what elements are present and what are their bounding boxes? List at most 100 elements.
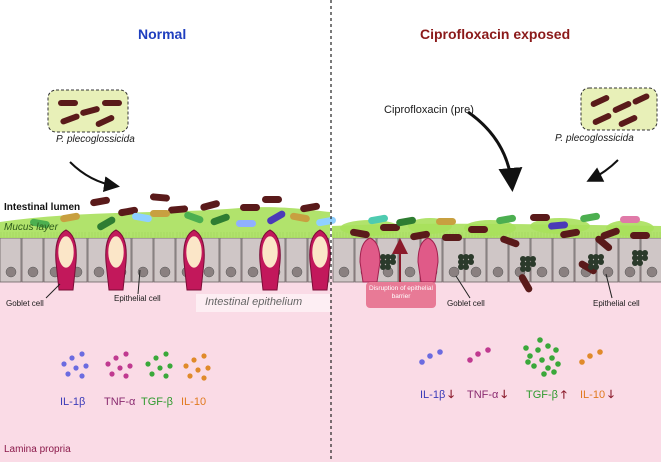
bacterial-aggregate <box>385 264 391 270</box>
cytokine-name: IL-10 <box>580 389 605 401</box>
cytokine-dot <box>191 357 196 362</box>
bacterium <box>630 232 650 239</box>
cytokine-dot <box>109 371 114 376</box>
ciprofloxacin-title: Ciprofloxacin exposed <box>420 26 570 42</box>
cell-nucleus <box>248 267 258 277</box>
bacterial-aggregate <box>463 264 469 270</box>
bacterium <box>436 218 456 225</box>
arrow-down-icon: 🡓 <box>448 386 454 405</box>
cytokine-dot <box>113 355 118 360</box>
bacterium <box>150 193 171 202</box>
intestinal-lumen-label: Intestinal lumen <box>4 202 80 213</box>
bacterial-aggregate <box>637 260 643 266</box>
cytokine-dot <box>187 373 192 378</box>
arrow-down-icon: 🡓 <box>608 386 614 405</box>
pathogen-label-left: P. plecoglossicida <box>56 134 135 145</box>
bacterium <box>262 196 282 203</box>
cytokine-dot <box>195 367 200 372</box>
cytokine-dot <box>467 357 473 363</box>
cell-nucleus <box>292 267 302 277</box>
cytokine-dot <box>145 361 150 366</box>
goblet-label-left: Goblet cell <box>6 299 44 308</box>
bacterial-aggregate <box>468 259 474 265</box>
cell-nucleus <box>339 267 349 277</box>
ciprofloxacin-arrow <box>468 112 512 186</box>
cytokine-label-right-tnfa: TNF-α🡓 <box>467 386 507 405</box>
normal-title: Normal <box>138 26 186 42</box>
ciprofloxacin-label: Ciprofloxacin (pre) <box>384 104 474 116</box>
cell-nucleus <box>405 267 415 277</box>
cytokine-dot <box>157 365 162 370</box>
cell-nucleus <box>537 267 547 277</box>
cytokine-dot <box>579 359 585 365</box>
cytokine-dot <box>427 353 433 359</box>
bacterium <box>620 216 640 223</box>
cytokine-dot <box>597 349 603 355</box>
cell-nucleus <box>6 267 16 277</box>
infection-arrow-right <box>590 160 618 180</box>
arrow-up-icon: 🡑 <box>561 386 567 405</box>
bacterial-aggregate <box>593 264 599 270</box>
pathogen-box-right <box>581 88 657 130</box>
cytokine-dot <box>149 371 154 376</box>
bacterial-aggregate <box>530 261 536 267</box>
cell-nucleus <box>28 267 38 277</box>
cell-nucleus <box>449 267 459 277</box>
bacterium <box>90 196 111 206</box>
intestinal-epithelium-label: Intestinal epithelium <box>205 296 302 308</box>
bacterium <box>236 220 256 227</box>
cytokine-dot <box>545 343 551 349</box>
cytokine-dot <box>419 359 425 365</box>
cell-nucleus <box>471 267 481 277</box>
goblet-granules <box>108 236 124 268</box>
cytokine-dot <box>485 347 491 353</box>
cytokine-dot <box>535 347 541 353</box>
cytokine-label-left-tnfa: TNF-α <box>104 396 135 408</box>
bacterium <box>530 214 550 221</box>
cytokine-dot <box>163 351 168 356</box>
mucus-layer-label: Mucus layer <box>4 222 58 233</box>
cytokine-dot <box>525 359 531 365</box>
bacterium <box>380 224 400 231</box>
cytokine-dot <box>79 351 84 356</box>
bacterial-aggregate <box>598 259 604 265</box>
cytokine-dot <box>123 351 128 356</box>
cell-nucleus <box>603 267 613 277</box>
cytokine-dot <box>523 345 529 351</box>
cell-nucleus <box>625 267 635 277</box>
cytokine-dot <box>537 337 543 343</box>
cytokine-dot <box>205 365 210 370</box>
cytokine-name: TNF-α <box>467 389 498 401</box>
goblet-granules <box>58 236 74 268</box>
cytokine-dot <box>153 355 158 360</box>
cell-nucleus <box>647 267 657 277</box>
bacterium <box>150 210 170 217</box>
cytokine-dot <box>549 355 555 361</box>
cytokine-dot <box>541 371 547 377</box>
cytokine-dot <box>69 355 74 360</box>
cytokine-dot <box>551 369 557 375</box>
cytokine-dot <box>117 365 122 370</box>
cell-nucleus <box>160 267 170 277</box>
cytokine-dot <box>587 353 593 359</box>
bacterial-aggregate <box>525 266 531 272</box>
cytokine-label-right-il10: IL-10🡓 <box>580 386 614 405</box>
goblet-cell <box>360 238 380 282</box>
cytokine-label-left-il10: IL-10 <box>181 396 206 408</box>
cytokine-dot <box>183 363 188 368</box>
cytokine-dot <box>79 373 84 378</box>
cytokine-dot <box>475 351 481 357</box>
cytokine-dot <box>201 353 206 358</box>
cytokine-dot <box>127 363 132 368</box>
goblet-granules <box>262 236 278 268</box>
goblet-granules <box>312 236 328 268</box>
cytokine-dot <box>73 365 78 370</box>
cytokine-label-left-tgfb: TGF-β <box>141 396 173 408</box>
cell-nucleus <box>559 267 569 277</box>
pathogen-box-left <box>48 90 128 132</box>
infection-arrow-left <box>70 162 116 186</box>
cytokine-dot <box>65 371 70 376</box>
cytokine-dot <box>539 357 545 363</box>
cytokine-dot <box>555 361 561 367</box>
